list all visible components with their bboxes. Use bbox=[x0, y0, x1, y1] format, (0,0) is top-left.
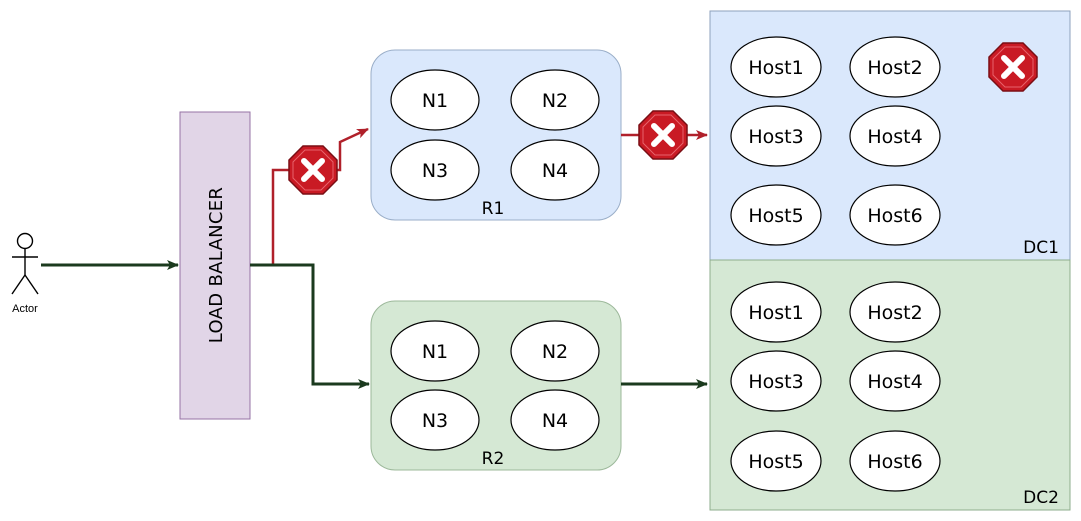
dc2-host-5-label: Host5 bbox=[748, 451, 803, 473]
dc2-host-1-label: Host1 bbox=[748, 302, 803, 324]
datacenter-dc1-label: DC1 bbox=[1023, 238, 1059, 258]
dc2-host-5: Host5 bbox=[730, 430, 822, 492]
dc1-host-3-label: Host3 bbox=[748, 126, 803, 148]
actor-icon bbox=[11, 232, 39, 295]
datacenter-dc1: Host1 Host2 Host3 Host4 Host5 Host6 DC1 bbox=[709, 10, 1071, 261]
load-balancer: LOAD BALANCER bbox=[179, 111, 251, 420]
region-r2: N1 N2 N3 N4 R2 bbox=[370, 300, 622, 471]
load-balancer-box bbox=[179, 111, 251, 420]
r1-node-n2-label: N2 bbox=[542, 90, 568, 112]
datacenter-dc2-label: DC2 bbox=[1023, 488, 1059, 508]
datacenter-dc2: Host1 Host2 Host3 Host4 Host5 Host6 DC2 bbox=[709, 259, 1071, 511]
load-balancer-to-r2-arrow bbox=[250, 263, 370, 389]
region-r1-label: R1 bbox=[482, 199, 505, 219]
dc2-host-4: Host4 bbox=[849, 350, 941, 412]
dc1-host-6-label: Host6 bbox=[867, 205, 922, 227]
dc2-host-4-label: Host4 bbox=[867, 371, 922, 393]
r1-node-n4-label: N4 bbox=[542, 160, 568, 182]
dc2-host-3: Host3 bbox=[730, 350, 822, 412]
dc1-host-2-label: Host2 bbox=[867, 57, 922, 79]
r1-node-n4: N4 bbox=[510, 139, 600, 201]
r2-node-n2: N2 bbox=[510, 320, 600, 382]
r2-node-n3: N3 bbox=[390, 389, 480, 451]
actor: Actor bbox=[11, 232, 39, 315]
r2-node-n1-label: N1 bbox=[422, 341, 448, 363]
dc1-host-5: Host5 bbox=[730, 184, 822, 246]
dc2-host-6-label: Host6 bbox=[867, 451, 922, 473]
region-r2-label: R2 bbox=[482, 449, 505, 469]
dc2-host-2: Host2 bbox=[849, 281, 941, 343]
r1-node-n1-label: N1 bbox=[422, 90, 448, 112]
r2-node-n4-label: N4 bbox=[542, 410, 568, 432]
r2-node-n4: N4 bbox=[510, 389, 600, 451]
r1-node-n3-label: N3 bbox=[422, 160, 448, 182]
actor-label: Actor bbox=[12, 303, 38, 315]
error-icon bbox=[989, 43, 1037, 91]
r1-node-n1: N1 bbox=[390, 69, 480, 131]
r2-node-n3-label: N3 bbox=[422, 410, 448, 432]
dc1-host-2: Host2 bbox=[849, 36, 941, 98]
dc1-host-4-label: Host4 bbox=[867, 126, 922, 148]
dc2-host-3-label: Host3 bbox=[748, 371, 803, 393]
dc2-host-1: Host1 bbox=[730, 281, 822, 343]
dc2-host-2-label: Host2 bbox=[867, 302, 922, 324]
error-icon bbox=[639, 111, 687, 159]
dc1-host-3: Host3 bbox=[730, 105, 822, 167]
dc2-host-6: Host6 bbox=[849, 430, 941, 492]
region-r1: N1 N2 N3 N4 R1 bbox=[370, 49, 622, 221]
r1-node-n2: N2 bbox=[510, 69, 600, 131]
r1-node-n3: N3 bbox=[390, 139, 480, 201]
dc1-host-1: Host1 bbox=[730, 36, 822, 98]
dc1-host-1-label: Host1 bbox=[748, 57, 803, 79]
dc1-host-4: Host4 bbox=[849, 105, 941, 167]
r2-node-n2-label: N2 bbox=[542, 341, 568, 363]
dc1-host-6: Host6 bbox=[849, 184, 941, 246]
dc1-host-5-label: Host5 bbox=[748, 205, 803, 227]
r2-node-n1: N1 bbox=[390, 320, 480, 382]
load-balancer-label: LOAD BALANCER bbox=[206, 187, 227, 343]
error-icon bbox=[289, 146, 337, 194]
